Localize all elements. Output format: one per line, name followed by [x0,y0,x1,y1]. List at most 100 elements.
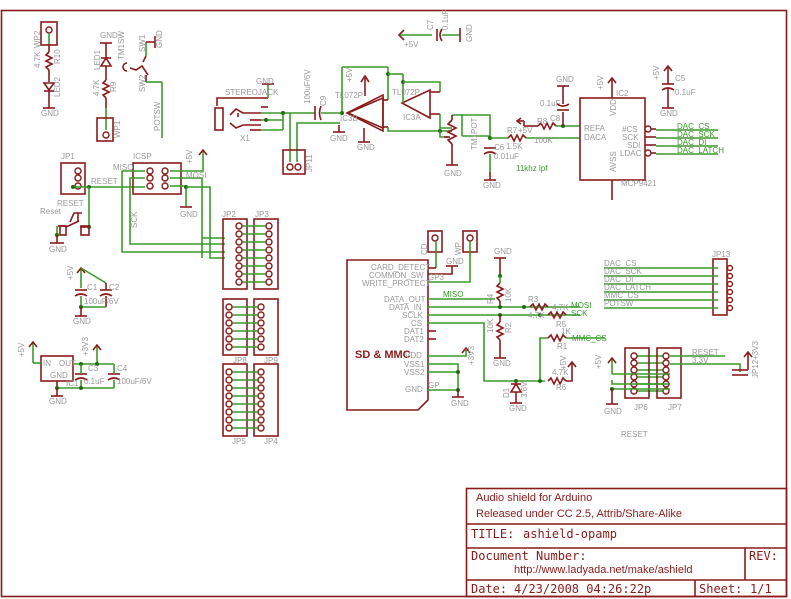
gnd-label: GND [100,31,118,40]
p5v-label: +5V [559,355,568,370]
r5-label: R5 [556,320,567,329]
v33-net-label: 3.3V [692,356,709,365]
header-pin [235,230,243,238]
gnd-label: GND [604,407,622,416]
led1-wp1-circuit: GND LED1 TM1SW 4.7K R9 WP1 [92,31,126,142]
tm1sw-label: TM1SW [117,31,126,60]
gnd-label: GND [41,109,59,118]
ic1-regulator: +5V IN OUT GND IC1 +3V3 C3 0.1uF C4 100u… [17,337,152,406]
header-pin [257,376,265,384]
r5-value: 4.7K [528,311,545,320]
header-pin [235,222,243,230]
header-pin [265,270,273,278]
daca-pin-label: DACA [584,133,607,142]
c3-value: 0.1uF [84,377,105,386]
jp12-label: JP12 [751,359,760,378]
p5v-label: +5V [404,40,419,49]
gnd-pin-label: GND [50,371,68,380]
cs-pin-label: #CS [622,125,638,134]
c1-value: 100uF/6V [84,297,119,306]
c4-value: 100uF/6V [117,377,152,386]
header-pin [257,327,265,335]
p5v-label: +5V [652,65,661,80]
data-in-pin: DATA_IN [389,303,422,312]
r4-label: R4 [486,293,495,304]
p5v-label: +5V [596,75,605,90]
vdd-pin-label: VDD [609,99,618,116]
dac-di-net: DAC_DI [604,275,633,284]
gnd-label: GND [73,317,91,326]
header-pin [225,311,233,319]
r8-value: 100K [534,136,553,145]
dac-cs-net: DAC_CS [677,122,709,131]
title-label: TITLE: [471,527,514,541]
reset-net-label: RESET [692,348,719,357]
d1-value: 3.6V [520,381,529,398]
r10-label: R10 [53,49,62,64]
sheet-frame [0,9,788,598]
jp1-label: JP1 [61,152,75,161]
header-pin [257,311,265,319]
write-protect-pin: WRITE_PROTECT [362,279,431,288]
r10-value: 4.7K [33,51,42,68]
header-pin [225,303,233,311]
reset-label: RESET [621,430,648,439]
sck-pin-label: SCK [622,133,639,142]
header-pin [630,352,638,360]
gnd-label: GND [330,134,348,143]
cs-pin: CS [411,319,422,328]
led2-label: LED2 [53,76,62,97]
c8-value: 0.1uF [540,99,561,108]
gnd-label: GND [446,257,464,266]
header-pin [225,384,233,392]
x1-label: X1 [240,134,250,143]
header-pin [235,246,243,254]
c6-label: C6 [494,143,505,152]
c7-label: C7 [426,19,435,30]
header-pin [225,319,233,327]
header-pin [265,222,273,230]
sheet-value: 1/1 [750,582,772,596]
jp13-header: JP13 DAC_CS DAC_SCK DAC_DI DAC_LATCH MMC… [604,250,734,316]
rev-label: REV: [749,549,778,563]
header-pin [257,319,265,327]
sd-mmc-title: SD & MMC [355,349,411,361]
ic3b-label: IC3B [340,114,358,123]
in-pin-label: IN [43,359,51,368]
r7-label: R7 [507,126,518,135]
header-pin [257,424,265,432]
p5v-label: +5V [185,149,194,164]
out-pin-label: OUT [59,359,76,368]
icsp-label: ICSP [133,152,152,161]
c1-label: C1 [87,283,98,292]
header-pin [630,359,638,367]
potsw-net: POTSW [604,299,634,308]
gnd-label: GND [451,399,469,408]
miso-net-label: MISO [113,163,133,172]
jp5-label: JP5 [232,437,246,446]
potsw-net-label: POTSW [153,101,162,131]
mmc-cs-net: MMC_CS [604,291,639,300]
p5v-label: +5V [66,265,75,280]
r9-label: R9 [109,81,118,92]
description-line2: Released under CC 2.5, Attrib/Share-Alik… [476,508,682,520]
gnd-label: GND [660,109,678,118]
tm1pot-label: TM1POT [470,117,479,150]
header-pin [662,373,670,381]
gnd-label: GND [357,143,375,152]
avss-pin-label: AVSS [609,151,618,172]
jp6-jp7-jp12: +5V GND JP6 JP7 RESET 3.3V JP12 +3V3 RES… [594,341,760,439]
header-pin [265,254,273,262]
data-out-pin: DATA_OUT [384,295,426,304]
tm1sw-switch: SW1 GND SW2 POTSW [122,30,164,138]
header-pin [225,376,233,384]
gnd-label: GND [444,169,462,178]
header-pin [257,416,265,424]
dac-di-net: DAC_DI [677,138,706,147]
jp9-label: JP9 [264,356,278,365]
refa-pin-label: REFA [584,124,606,133]
c7-value: 0.1uF [441,9,450,30]
c3-label: C3 [88,364,99,373]
header-pin [257,368,265,376]
header-pin [257,335,265,343]
